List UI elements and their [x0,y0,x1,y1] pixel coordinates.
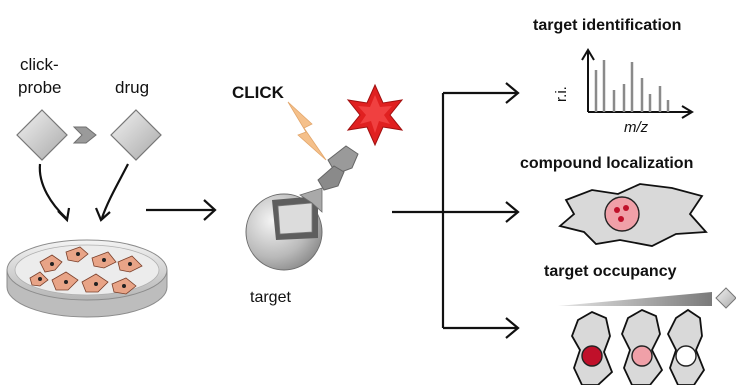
branch-arrow-icon [392,82,520,339]
occupancy-cell-low-icon [666,308,706,385]
target-label: target [250,289,291,306]
occupancy-diamond-icon [715,287,736,309]
petri-dish-icon [6,239,168,318]
occupancy-cell-mid-icon [621,308,664,385]
occupancy-cell-high-icon [571,310,614,385]
spectrum-icon [581,48,694,119]
cell-icon [558,183,708,247]
click-probe-label-line1: click- [20,55,59,74]
compound-localization-label: compound localization [520,155,693,172]
arrow-icon [146,199,217,221]
target-identification-label: target identification [533,17,681,34]
target-occupancy-label: target occupancy [544,263,677,280]
lightning-icon [287,101,327,161]
mz-axis-label: m/z [624,119,649,136]
star-icon [346,83,404,147]
target-protein-icon [245,187,323,271]
click-tag-icon [317,145,359,191]
ri-axis-label: r.i. [553,86,570,102]
drug-diamond-icon [110,109,162,161]
gradient-wedge-icon [558,292,712,306]
curved-arrow-icon [38,163,129,223]
click-probe-label-line2: probe [18,78,61,97]
click-probe-diamond-icon [16,109,97,161]
click-label: CLICK [232,83,285,102]
drug-label: drug [115,78,149,97]
